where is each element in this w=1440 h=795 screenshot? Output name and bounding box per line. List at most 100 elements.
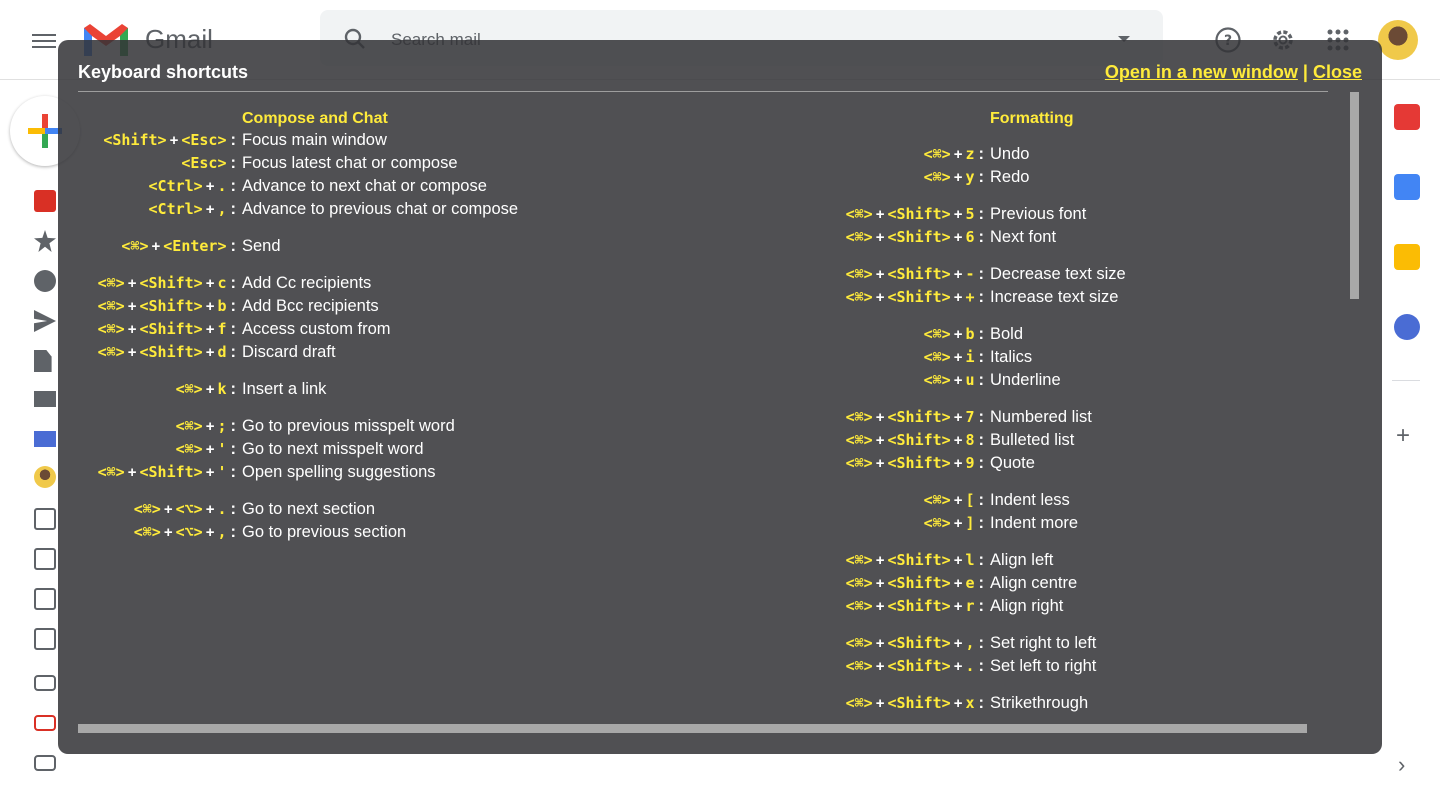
category-updates-icon[interactable] — [34, 428, 56, 450]
shortcut-keys: <⌘>+y: — [924, 166, 984, 189]
key-plus-separator: + — [127, 464, 137, 481]
account-avatar[interactable] — [1378, 20, 1418, 60]
vertical-scrollbar[interactable] — [1350, 92, 1359, 299]
key-plus-separator: + — [953, 146, 963, 163]
label-icon[interactable] — [34, 628, 56, 650]
key-plus-separator: + — [875, 206, 885, 223]
inbox-icon[interactable] — [34, 190, 56, 212]
expand-panel-chevron-icon[interactable]: › — [1398, 752, 1406, 777]
shortcut-description: Quote — [990, 454, 1035, 472]
starred-icon[interactable] — [34, 230, 56, 252]
shortcut-description: Italics — [990, 348, 1033, 366]
label-icon[interactable] — [34, 508, 56, 530]
key-plus-separator: + — [953, 598, 963, 615]
key-cap: <Ctrl> — [148, 177, 203, 195]
tag-icon[interactable] — [34, 672, 56, 694]
open-new-window-link[interactable]: Open in a new window — [1104, 62, 1298, 82]
key-cap: <Esc> — [181, 131, 227, 149]
key-cap: <⌘> — [923, 514, 951, 532]
key-plus-separator: + — [205, 381, 215, 398]
key-cap: <Shift> — [887, 657, 951, 675]
key-cap: <⌘> — [923, 145, 951, 163]
main-menu-icon[interactable] — [32, 30, 56, 50]
calendar-icon[interactable] — [1394, 174, 1420, 200]
search-options-chevron-icon[interactable] — [1118, 36, 1130, 42]
key-cap: [ — [965, 491, 975, 509]
key-plus-separator: + — [953, 372, 963, 389]
key-plus-separator: + — [875, 455, 885, 472]
key-cap: <⌘> — [845, 454, 873, 472]
key-plus-separator: + — [875, 266, 885, 283]
key-plus-separator: + — [875, 229, 885, 246]
key-cap: <Shift> — [887, 551, 951, 569]
key-cap: i — [965, 348, 975, 366]
shortcut-description: Next font — [990, 228, 1057, 246]
key-colon: : — [978, 348, 985, 366]
shortcut-description: Go to previous section — [242, 523, 407, 541]
shortcut-description: Increase text size — [990, 288, 1119, 306]
key-plus-separator: + — [127, 275, 137, 292]
shortcut-description: Access custom from — [242, 320, 391, 338]
shortcut-description: Set right to left — [990, 634, 1097, 652]
shortcut-description: Go to next misspelt word — [242, 440, 424, 458]
tag-icon[interactable] — [34, 752, 56, 774]
shortcut-keys: <⌘>+<Shift>+5: — [846, 203, 984, 226]
key-cap: 8 — [965, 431, 975, 449]
key-cap: <Esc> — [181, 154, 227, 172]
key-cap: . — [217, 177, 227, 195]
shortcut-row: <Esc>:Focus latest chat or compose — [58, 152, 1358, 175]
tag-icon[interactable] — [34, 712, 56, 734]
key-colon: : — [978, 694, 985, 712]
key-cap: ; — [217, 417, 227, 435]
chat-avatar[interactable] — [34, 466, 56, 488]
category-icon[interactable] — [34, 388, 56, 410]
shortcut-description: Align right — [990, 597, 1064, 615]
shortcut-row: <⌘>+<Shift>+d:Discard draft — [58, 341, 1358, 364]
shortcut-description: Underline — [990, 371, 1061, 389]
key-plus-separator: + — [127, 298, 137, 315]
tasks-icon[interactable] — [1394, 314, 1420, 340]
label-icon[interactable] — [34, 588, 56, 610]
key-cap: , — [217, 523, 227, 541]
shortcut-description: Focus main window — [242, 131, 387, 149]
shortcut-description: Decrease text size — [990, 265, 1126, 283]
addon-icon[interactable] — [1394, 104, 1420, 130]
shortcut-keys: <Ctrl>+,: — [149, 198, 236, 221]
shortcut-row: <Ctrl>+.:Advance to next chat or compose — [58, 175, 1358, 198]
keep-icon[interactable] — [1394, 244, 1420, 270]
key-colon: : — [978, 551, 985, 569]
key-cap: <⌘> — [923, 371, 951, 389]
shortcut-row: <⌘>+<Shift>+8:Bulleted list — [58, 429, 1358, 452]
key-cap: <Shift> — [139, 320, 203, 338]
key-plus-separator: + — [205, 321, 215, 338]
get-addons-plus-icon[interactable]: + — [1396, 422, 1411, 449]
key-colon: : — [230, 200, 237, 218]
sent-icon[interactable] — [34, 310, 56, 332]
shortcut-row: <⌘>+<Shift>+c:Add Cc recipients — [58, 272, 1358, 295]
shortcut-keys: <⌘>+<Shift>+': — [98, 461, 236, 484]
key-cap: <⌘> — [133, 500, 161, 518]
key-cap: . — [965, 657, 975, 675]
snoozed-clock-icon[interactable] — [34, 270, 56, 292]
shortcut-keys: <⌘>+;: — [176, 415, 236, 438]
shortcut-keys: <⌘>+[: — [924, 489, 984, 512]
label-icon[interactable] — [34, 548, 56, 570]
horizontal-scrollbar[interactable] — [78, 724, 1307, 733]
shortcut-row: <⌘>+;:Go to previous misspelt word — [58, 415, 1358, 438]
shortcut-row: <Ctrl>+,:Advance to previous chat or com… — [58, 198, 1358, 221]
key-cap: <Shift> — [139, 274, 203, 292]
shortcut-keys: <⌘>+<Shift>+b: — [98, 295, 236, 318]
key-colon: : — [978, 454, 985, 472]
key-plus-separator: + — [953, 658, 963, 675]
shortcut-keys: <⌘>+<Shift>+f: — [98, 318, 236, 341]
key-plus-separator: + — [875, 658, 885, 675]
shortcut-row: <⌘>+]:Indent more — [58, 512, 1358, 535]
key-plus-separator: + — [205, 178, 215, 195]
key-cap: <⌘> — [845, 288, 873, 306]
shortcut-row: <⌘>+k:Insert a link — [58, 378, 1358, 401]
key-cap: <⌘> — [845, 694, 873, 712]
shortcut-row: <Shift>+<Esc>:Focus main window — [58, 129, 1358, 152]
close-link[interactable]: Close — [1312, 62, 1362, 82]
drafts-icon[interactable] — [34, 350, 56, 372]
shortcut-row: <⌘>+<⌥>+.:Go to next section — [58, 498, 1358, 521]
